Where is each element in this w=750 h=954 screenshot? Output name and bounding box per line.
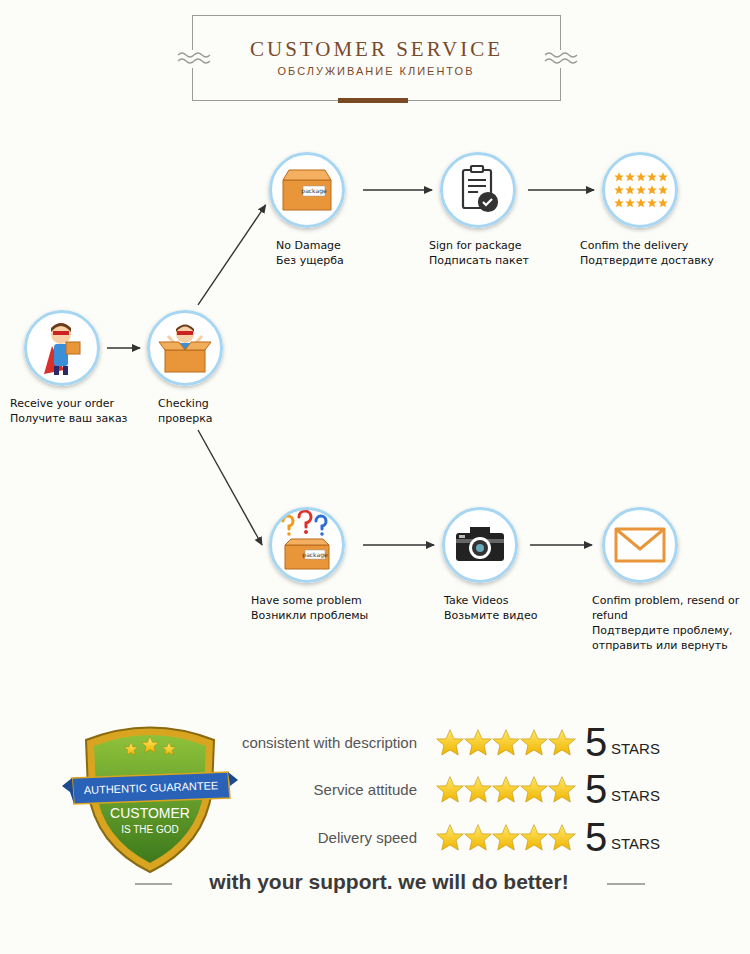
subtitle: ОБСЛУЖИВАНИЕ КЛИЕНТОВ: [278, 65, 475, 78]
process-node: Confim problem, resend or refundПодтверд…: [592, 507, 744, 653]
flow-arrow: [107, 347, 140, 348]
envelope-icon: [616, 529, 664, 561]
shield-text: CUSTOMER: [110, 805, 190, 821]
flow-arrow: [363, 189, 432, 190]
rating-value: 5: [585, 769, 607, 809]
rating-stars: [437, 730, 576, 850]
process-node: Take VideosВозьмите видео: [444, 507, 564, 623]
node-circle: [147, 310, 223, 386]
clipboard-icon: [463, 166, 497, 211]
node-label: Checking: [158, 396, 238, 411]
node-label-ru: проверка: [158, 411, 238, 426]
node-circle: [602, 507, 678, 583]
rating-name: Service attitude: [314, 781, 417, 798]
flow-arrow: [530, 544, 592, 545]
checking-icon: [159, 325, 211, 373]
node-label-ru: Подтвердите доставку: [580, 253, 730, 268]
box-label: package: [301, 188, 326, 195]
title-frame: [176, 16, 577, 104]
node-circle: [440, 152, 516, 228]
circle-ground: [24, 152, 678, 583]
rating-unit: STARS: [611, 740, 660, 757]
shield-text: IS THE GOD: [121, 824, 179, 836]
node-label-ru: Возьмите видео: [444, 608, 564, 623]
node-circle: [24, 310, 100, 386]
node-label: Confim problem, resend or refund: [592, 593, 744, 623]
node-label-ru: Получите ваш заказ: [10, 411, 145, 426]
node-label: Sign for package: [429, 238, 559, 253]
node-label-ru: Возникли проблемы: [251, 608, 391, 623]
rating-value: 5: [585, 817, 607, 857]
node-label: Receive your order: [10, 396, 145, 411]
node-label-ru: Подписать пакет: [429, 253, 559, 268]
rating-stars-icon: [614, 172, 668, 207]
process-node: No DamageБез ущерба: [276, 152, 386, 268]
process-node: Checkingпроверка: [158, 310, 238, 426]
footer-slogan: with your support. we will do better!: [209, 870, 568, 894]
flow-arrow: [198, 430, 262, 545]
node-label: Take Videos: [444, 593, 564, 608]
camera-icon: [456, 527, 504, 561]
process-node: Receive your orderПолучите ваш заказ: [10, 310, 145, 426]
process-node: Confim the deliveryПодтвердите доставку: [580, 152, 730, 268]
node-label: No Damage: [276, 238, 386, 253]
process-node: Sign for packageПодписать пакет: [429, 152, 559, 268]
package-icon: [283, 170, 331, 210]
ribbon-text: AUTHENTIC GUARANTEE: [84, 779, 219, 796]
node-circle: [269, 507, 345, 583]
rating-unit: STARS: [611, 787, 660, 804]
node-circle: [602, 152, 678, 228]
hero-icon: [44, 323, 80, 375]
node-label: Confim the delivery: [580, 238, 730, 253]
flow-arrow: [528, 189, 594, 190]
node-label: Have some problem: [251, 593, 391, 608]
node-circle: [442, 507, 518, 583]
process-node: Have some problemВозникли проблемы: [251, 507, 391, 623]
node-label-ru: Без ущерба: [276, 253, 386, 268]
box-label: package: [302, 552, 327, 559]
rating-name: Delivery speed: [318, 829, 417, 846]
guarantee-shield: [62, 728, 238, 873]
flow-arrow: [198, 205, 266, 305]
title: CUSTOMER SERVICE: [192, 37, 561, 62]
rating-name: consistent with description: [242, 734, 417, 751]
rating-unit: STARS: [611, 835, 660, 852]
problem-icon: [283, 511, 329, 569]
rating-value: 5: [585, 722, 607, 762]
node-label-ru: Подтвердите проблему, отправить или верн…: [592, 623, 744, 653]
flow-arrow: [363, 544, 434, 545]
